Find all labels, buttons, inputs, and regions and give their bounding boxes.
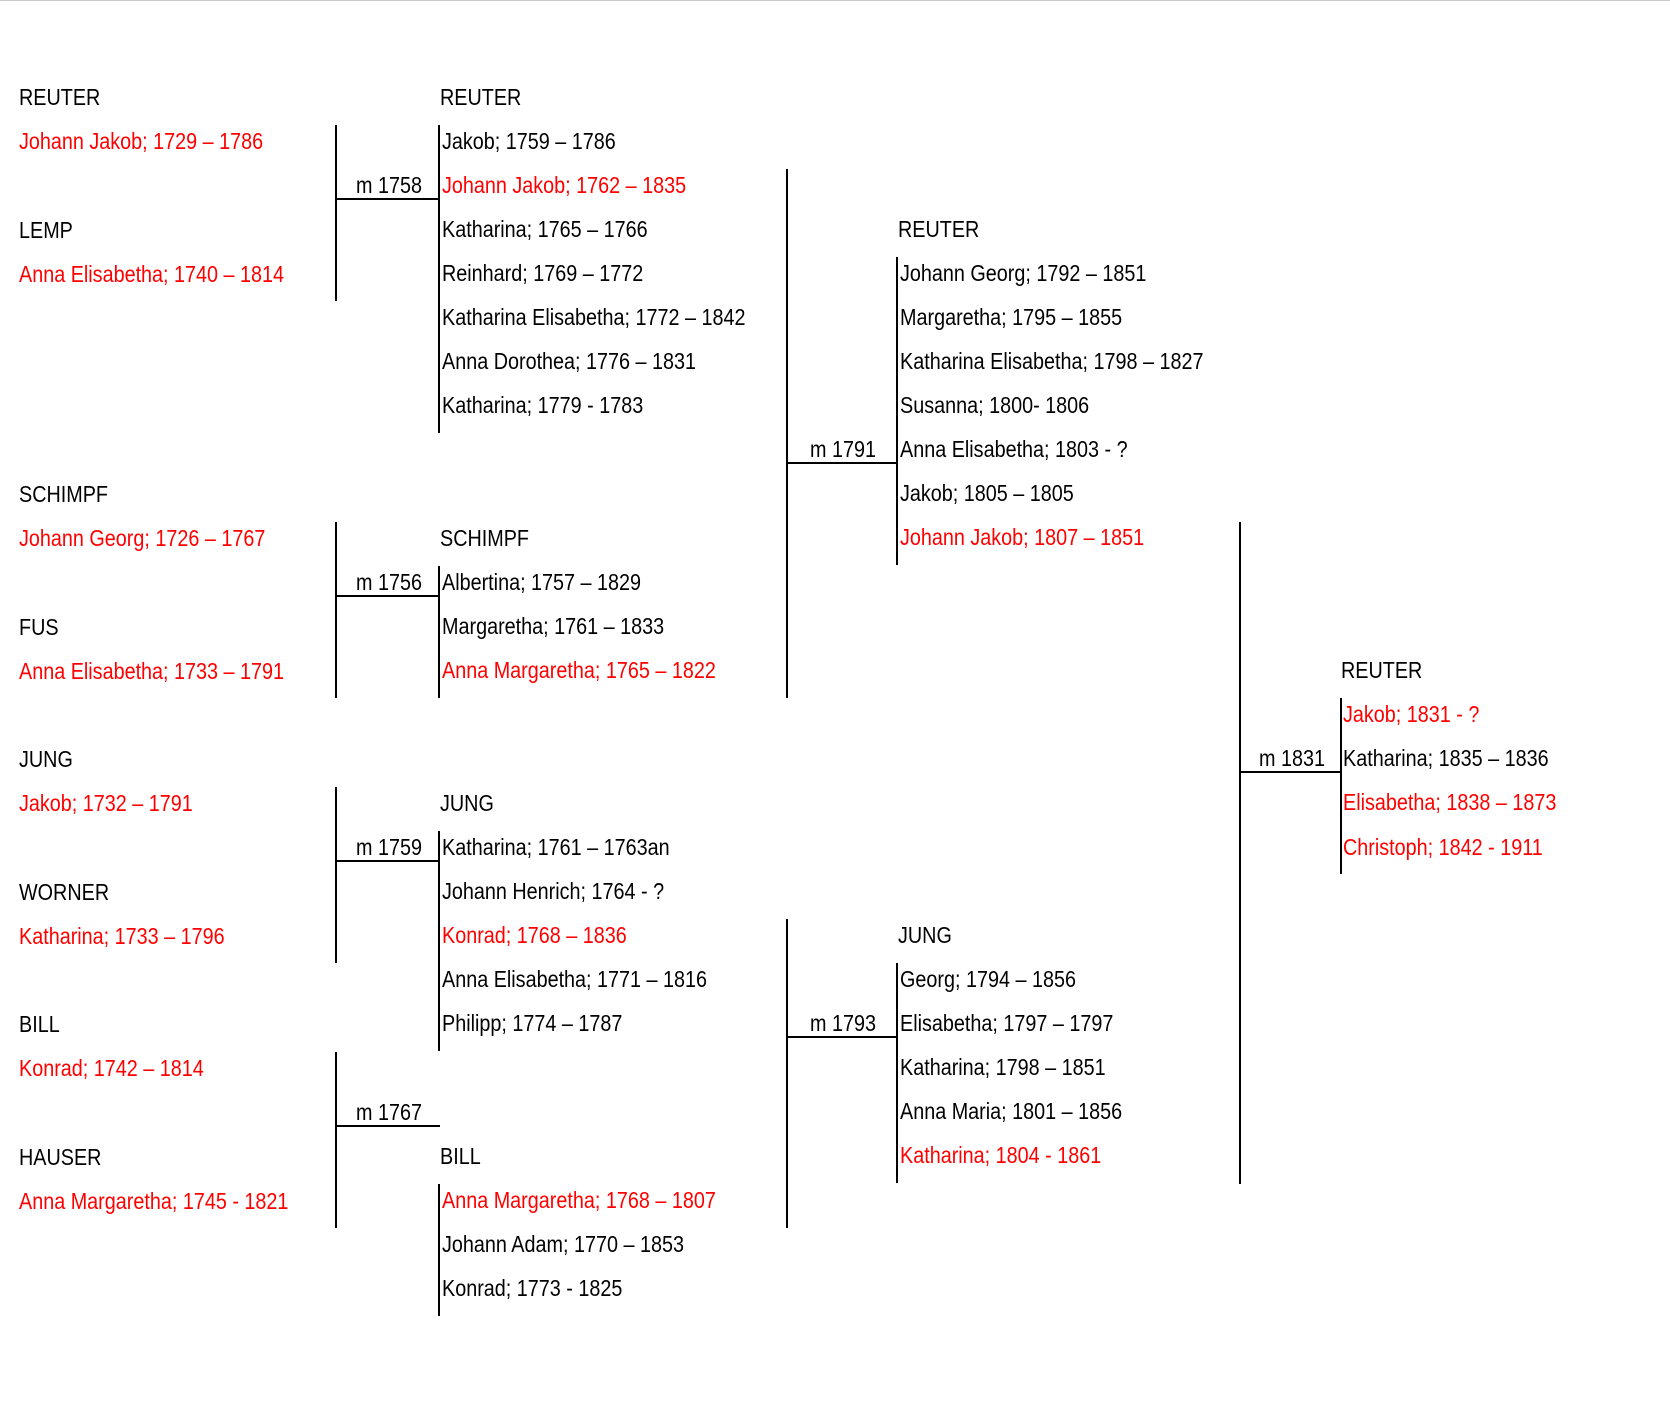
person-johann-georg-1726: Johann Georg; 1726 – 1767 [19,525,266,551]
child-elisabetha-1797: Elisabetha; 1797 – 1797 [900,1010,1114,1036]
child-anna-dorothea-1776: Anna Dorothea; 1776 – 1831 [442,348,697,374]
child-margaretha-1761: Margaretha; 1761 – 1833 [442,613,665,639]
children-line-reuter-1758 [438,125,440,433]
child-katharina-1835: Katharina; 1835 – 1836 [1343,745,1549,771]
child-johann-adam-1770: Johann Adam; 1770 – 1853 [442,1231,684,1257]
child-jakob-1831: Jakob; 1831 - ? [1343,701,1480,727]
marriage-link-1759 [335,860,440,862]
child-katharina-1761: Katharina; 1761 – 1763an [442,834,670,860]
marriage-bracket-1831 [1239,522,1241,1184]
children-line-schimpf-1756 [438,566,440,698]
top-border [0,0,1670,1]
child-katharina-elisabetha-1798: Katharina Elisabetha; 1798 – 1827 [900,348,1204,374]
marriage-year-1756: m 1756 [356,569,422,595]
child-jakob-1759: Jakob; 1759 – 1786 [442,128,616,154]
marriage-year-1758: m 1758 [356,172,422,198]
person-anna-elisabetha-1733: Anna Elisabetha; 1733 – 1791 [19,658,285,684]
children-line-jung-1759 [438,831,440,1051]
child-konrad-1768: Konrad; 1768 – 1836 [442,922,627,948]
marriage-year-1767: m 1767 [356,1099,422,1125]
children-line-jung-1793 [896,963,898,1183]
family-surname-bill-1767: BILL [440,1143,481,1169]
children-line-reuter-1831 [1340,698,1342,874]
person-johann-jakob-1729: Johann Jakob; 1729 – 1786 [19,128,264,154]
marriage-year-1793: m 1793 [810,1010,876,1036]
surname-bill-1: BILL [19,1011,60,1037]
person-konrad-1742: Konrad; 1742 – 1814 [19,1055,204,1081]
surname-lemp: LEMP [19,217,73,243]
marriage-bracket-1756 [335,522,337,698]
child-johann-henrich-1764: Johann Henrich; 1764 - ? [442,878,665,904]
family-surname-jung-1759: JUNG [440,790,494,816]
marriage-link-1793 [786,1036,898,1038]
family-surname-reuter-1758: REUTER [440,84,522,110]
surname-schimpf-1: SCHIMPF [19,481,109,507]
marriage-bracket-1758 [335,125,337,301]
person-katharina-1733: Katharina; 1733 – 1796 [19,923,225,949]
marriage-bracket-1793 [786,919,788,1228]
marriage-year-1791: m 1791 [810,436,876,462]
marriage-link-1756 [335,595,440,597]
child-anna-elisabetha-1771: Anna Elisabetha; 1771 – 1816 [442,966,708,992]
surname-worner: WORNER [19,879,110,905]
child-johann-jakob-1762: Johann Jakob; 1762 – 1835 [442,172,687,198]
marriage-link-1758 [335,198,440,200]
children-line-reuter-1791 [896,257,898,565]
child-katharina-1804: Katharina; 1804 - 1861 [900,1142,1102,1168]
child-philipp-1774: Philipp; 1774 – 1787 [442,1010,623,1036]
family-surname-schimpf-1756: SCHIMPF [440,525,530,551]
child-christoph-1842: Christoph; 1842 - 1911 [1343,834,1543,860]
surname-reuter-1: REUTER [19,84,101,110]
child-anna-margaretha-1765: Anna Margaretha; 1765 – 1822 [442,657,716,683]
person-anna-margaretha-1745: Anna Margaretha; 1745 - 1821 [19,1188,289,1214]
surname-hauser: HAUSER [19,1144,102,1170]
child-georg-1794: Georg; 1794 – 1856 [900,966,1076,992]
child-susanna-1800: Susanna; 1800- 1806 [900,392,1090,418]
surname-fus: FUS [19,614,59,640]
person-jakob-1732: Jakob; 1732 – 1791 [19,790,193,816]
marriage-year-1831: m 1831 [1259,745,1325,771]
family-surname-reuter-1831: REUTER [1341,657,1423,683]
marriage-bracket-1767 [335,1052,337,1228]
child-katharina-1798: Katharina; 1798 – 1851 [900,1054,1106,1080]
surname-jung-1: JUNG [19,746,73,772]
child-anna-maria-1801: Anna Maria; 1801 – 1856 [900,1098,1123,1124]
person-anna-elisabetha-1740: Anna Elisabetha; 1740 – 1814 [19,261,285,287]
marriage-link-1831 [1239,771,1342,773]
child-reinhard-1769: Reinhard; 1769 – 1772 [442,260,644,286]
child-margaretha-1795: Margaretha; 1795 – 1855 [900,304,1123,330]
child-katharina-elisabetha-1772: Katharina Elisabetha; 1772 – 1842 [442,304,746,330]
child-anna-margaretha-1768: Anna Margaretha; 1768 – 1807 [442,1187,716,1213]
family-surname-jung-1793: JUNG [898,922,952,948]
child-katharina-1765: Katharina; 1765 – 1766 [442,216,648,242]
child-konrad-1773: Konrad; 1773 - 1825 [442,1275,623,1301]
child-katharina-1779: Katharina; 1779 - 1783 [442,392,644,418]
marriage-link-1791 [786,462,898,464]
marriage-year-1759: m 1759 [356,834,422,860]
child-jakob-1805: Jakob; 1805 – 1805 [900,480,1074,506]
family-surname-reuter-1791: REUTER [898,216,980,242]
child-anna-elisabetha-1803: Anna Elisabetha; 1803 - ? [900,436,1128,462]
child-johann-georg-1792: Johann Georg; 1792 – 1851 [900,260,1147,286]
marriage-bracket-1759 [335,787,337,963]
marriage-bracket-1791 [786,169,788,698]
children-line-bill-1767 [438,1184,440,1316]
child-johann-jakob-1807: Johann Jakob; 1807 – 1851 [900,524,1145,550]
child-elisabetha-1838: Elisabetha; 1838 – 1873 [1343,789,1557,815]
marriage-link-1767 [335,1125,440,1127]
child-albertina-1757: Albertina; 1757 – 1829 [442,569,642,595]
